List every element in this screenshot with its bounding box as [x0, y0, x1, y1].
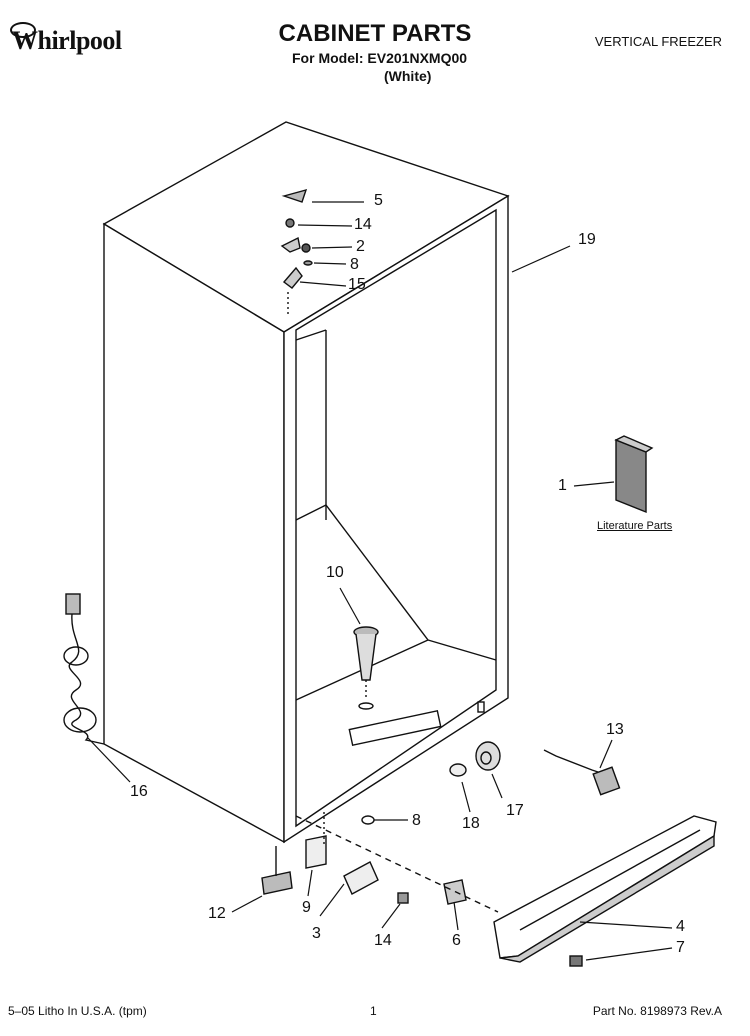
callout-8b: 8: [412, 812, 421, 829]
page-title: CABINET PARTS: [278, 20, 472, 47]
model-number: For Model: EV201NXMQ00: [292, 50, 468, 66]
brand-logo: Whirlpool: [12, 26, 122, 55]
product-type: VERTICAL FREEZER: [594, 34, 722, 49]
callout-1: 1: [558, 477, 567, 494]
literature-parts-label: Literature Parts: [597, 520, 673, 532]
callout-6: 6: [452, 932, 461, 949]
callout-14b: 14: [374, 932, 392, 949]
hinge-parts: [280, 188, 313, 316]
cabinet-body: [102, 121, 510, 844]
callout-4: 4: [676, 918, 685, 935]
callout-2: 2: [356, 238, 365, 255]
callout-19: 19: [578, 231, 596, 248]
footer-litho: 5–05 Litho In U.S.A. (tpm): [8, 1004, 147, 1018]
footer-page-number: 1: [370, 1004, 377, 1018]
callout-7: 7: [676, 939, 685, 956]
callout-10: 10: [326, 564, 344, 581]
lower-parts: [261, 812, 499, 913]
callout-15: 15: [348, 276, 366, 293]
callout-18: 18: [462, 815, 480, 832]
callout-8: 8: [350, 256, 359, 273]
callout-13: 13: [606, 721, 624, 738]
callout-12: 12: [208, 905, 226, 922]
callout-9: 9: [302, 899, 311, 916]
power-cord: [63, 593, 105, 745]
callout-3: 3: [312, 925, 321, 942]
model-color: (White): [384, 68, 432, 84]
callout-5: 5: [374, 192, 383, 209]
footer-part-number: Part No. 8198973 Rev.A: [592, 1004, 722, 1018]
spacer-plug: [449, 741, 501, 777]
callout-16: 16: [130, 783, 148, 800]
base-grille: [493, 815, 717, 967]
callout-14: 14: [354, 216, 372, 233]
brand-logo-ring: [10, 22, 36, 38]
callout-17: 17: [506, 802, 524, 819]
drain-tube: [353, 626, 379, 710]
